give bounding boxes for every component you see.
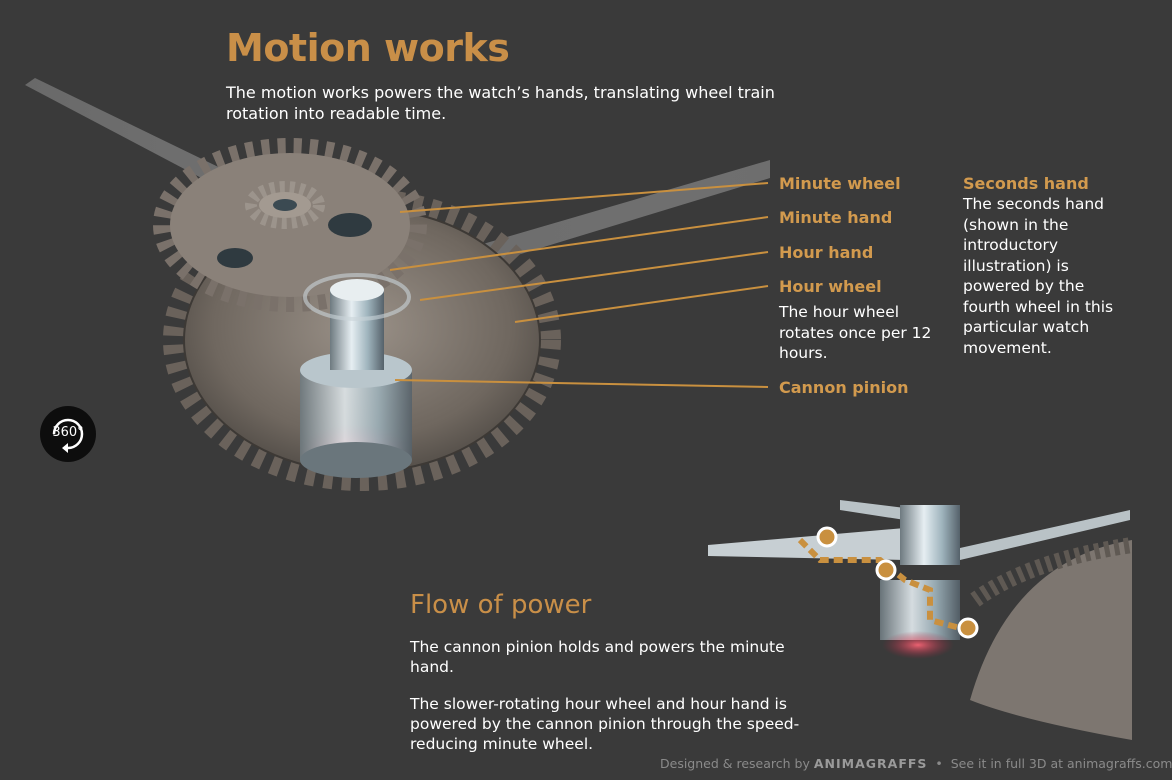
flow-of-power-title: Flow of power bbox=[410, 590, 592, 620]
label-minute-wheel: Minute wheel bbox=[779, 174, 901, 193]
flow-node bbox=[875, 559, 897, 581]
footer-credits: Designed & research by ANIMAGRAFFS • See… bbox=[660, 756, 1172, 771]
footer-separator: • bbox=[935, 756, 943, 771]
cannon-pinion-graphic bbox=[300, 273, 412, 478]
intro-text: The motion works powers the watch’s hand… bbox=[226, 83, 775, 123]
label-cannon-pinion: Cannon pinion bbox=[779, 378, 909, 397]
leader-line-cannon-pinion bbox=[394, 379, 769, 388]
label-minute-hand: Minute hand bbox=[779, 208, 893, 227]
leader-line-minute-hand bbox=[389, 216, 769, 271]
flow-node bbox=[816, 526, 838, 548]
hour-wheel-description: The hour wheel rotates once per 12 hours… bbox=[779, 303, 932, 362]
leader-line-hour-wheel bbox=[514, 285, 769, 323]
rotate-360-icon bbox=[52, 418, 84, 453]
flow-paragraph-1: The cannon pinion holds and powers the m… bbox=[410, 638, 785, 676]
label-hour-wheel: Hour wheel bbox=[779, 277, 882, 296]
leader-lines bbox=[389, 182, 769, 388]
footer-link[interactable]: See it in full 3D at animagraffs.com bbox=[950, 756, 1172, 771]
minute-wheel-graphic bbox=[153, 138, 427, 312]
rotate-360-label: 360° bbox=[52, 425, 84, 440]
page-title: Motion works bbox=[226, 26, 510, 70]
label-seconds-hand: Seconds hand bbox=[963, 174, 1089, 193]
flow-paragraph-2: The slower-rotating hour wheel and hour … bbox=[410, 695, 800, 753]
leader-line-hour-hand bbox=[419, 251, 769, 301]
rotate-360-button[interactable]: 360° bbox=[40, 406, 96, 462]
cross-section-graphic bbox=[708, 500, 1134, 740]
seconds-hand-description: The seconds hand (shown in the introduct… bbox=[963, 195, 1114, 357]
footer-designed-by: Designed & research by bbox=[660, 756, 810, 771]
leader-line-minute-wheel bbox=[399, 182, 769, 213]
footer-brand[interactable]: ANIMAGRAFFS bbox=[813, 756, 928, 771]
flow-node bbox=[957, 617, 979, 639]
label-hour-hand: Hour hand bbox=[779, 243, 874, 262]
